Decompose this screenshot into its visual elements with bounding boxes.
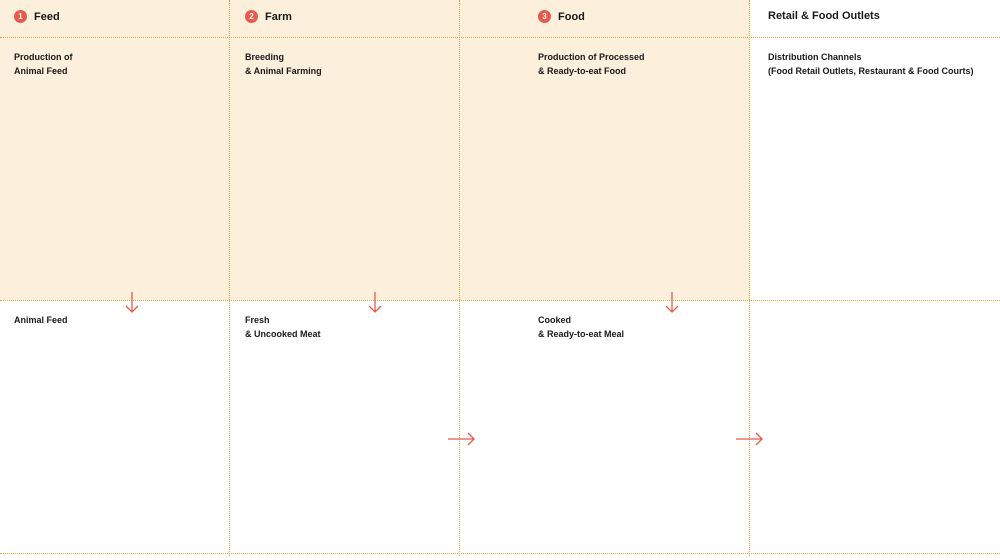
section-divider [0, 300, 1000, 301]
column-divider [229, 0, 230, 556]
stage-farm-header: 2 Farm [245, 10, 292, 23]
stage-title: Farm [265, 10, 292, 23]
down-arrow-icon [368, 292, 382, 313]
production-band [0, 0, 750, 300]
stage-number-badge: 1 [14, 10, 27, 23]
stage-number-badge: 3 [538, 10, 551, 23]
bottom-divider [0, 553, 1000, 554]
stage-food-header: 3 Food [538, 10, 585, 23]
down-arrow-icon [125, 292, 139, 313]
retail-top-label: Distribution Channels (Food Retail Outle… [768, 52, 974, 76]
column-divider [749, 0, 750, 556]
food-top-label: Production of Processed & Ready-to-eat F… [538, 52, 645, 76]
stage-feed-header: 1 Feed [14, 10, 60, 23]
stage-title: Retail & Food Outlets [768, 10, 880, 22]
stage-number-badge: 2 [245, 10, 258, 23]
farm-bottom-label: Fresh & Uncooked Meat [245, 315, 321, 339]
food-bottom-label: Cooked & Ready-to-eat Meal [538, 315, 625, 339]
stage-title: Feed [34, 10, 60, 23]
down-arrow-icon [665, 292, 679, 313]
stage-title: Food [558, 10, 585, 23]
stage-retail-header: Retail & Food Outlets [768, 10, 880, 22]
feed-top-label: Production of Animal Feed [14, 52, 73, 76]
farm-top-label: Breeding & Animal Farming [245, 52, 322, 76]
feed-bottom-label: Animal Feed [14, 315, 68, 325]
header-divider [0, 37, 1000, 38]
column-divider [459, 0, 460, 556]
right-arrow-icon [448, 432, 475, 446]
right-arrow-icon [736, 432, 763, 446]
